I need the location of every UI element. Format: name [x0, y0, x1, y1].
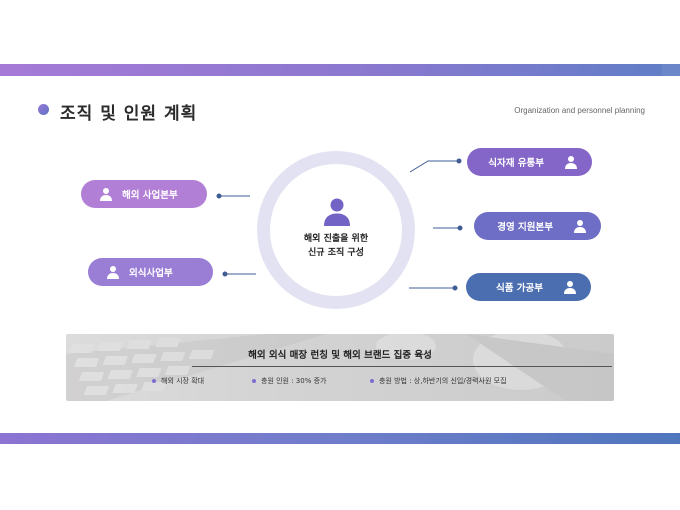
- bottom-accent-band: [0, 433, 680, 444]
- center-label-line2: 신규 조직 구성: [308, 248, 364, 258]
- connector-dot: [216, 193, 222, 199]
- dept-pill-label: 경영 지원본부: [497, 222, 553, 233]
- bullet-dot: [252, 379, 256, 383]
- page-subtitle: Organization and personnel planning: [514, 106, 645, 115]
- dept-pill-label: 외식사업부: [129, 268, 173, 279]
- bullet-dot: [370, 379, 374, 383]
- top-band-tab: [662, 64, 680, 76]
- banner-bullet-text: 충원 인원 : 30% 증가: [261, 377, 327, 385]
- person-icon: [574, 220, 586, 233]
- bullet-dot: [152, 379, 156, 383]
- title-bullet-dot: [38, 104, 49, 115]
- banner-bullet: 충원 방법 : 상,하반기의 신입/경력사원 모집: [370, 376, 507, 386]
- center-label: 해외 진출을 위한 신규 조직 구성: [286, 232, 386, 260]
- connector-dot: [457, 225, 463, 231]
- connector-line: [409, 160, 459, 173]
- dept-pill-food-processing[interactable]: 식품 가공부: [466, 273, 591, 301]
- person-icon: [324, 198, 350, 226]
- dept-pill-food-service[interactable]: 외식사업부: [88, 258, 213, 286]
- banner-bullet-text: 충원 방법 : 상,하반기의 신입/경력사원 모집: [379, 377, 507, 385]
- keyboard-mouse-background: [66, 334, 614, 401]
- dept-pill-overseas-business[interactable]: 해외 사업본부: [81, 180, 207, 208]
- dept-pill-ingredient-distribution[interactable]: 식자재 유통부: [467, 148, 592, 176]
- dept-pill-label: 해외 사업본부: [122, 190, 178, 201]
- person-icon: [565, 156, 577, 169]
- banner-bullet: 해외 시장 확대: [152, 376, 204, 386]
- connector-dot: [222, 271, 228, 277]
- connector-dot: [452, 285, 458, 291]
- person-icon: [100, 188, 112, 201]
- center-label-line1: 해외 진출을 위한: [303, 234, 369, 244]
- page-title: 조직 및 인원 계획: [60, 104, 198, 124]
- banner-title: 해외 외식 매장 런칭 및 해외 브랜드 집중 육성: [248, 350, 432, 361]
- top-accent-band: [0, 64, 680, 76]
- center-ring: [257, 151, 415, 309]
- banner-divider: [192, 366, 612, 367]
- person-icon: [564, 281, 576, 294]
- dept-pill-label: 식품 가공부: [495, 283, 543, 294]
- center-ring-inner: [270, 164, 402, 296]
- banner-bullet-text: 해외 시장 확대: [161, 377, 205, 385]
- banner-bullet: 충원 인원 : 30% 증가: [252, 376, 326, 386]
- person-icon: [107, 266, 119, 279]
- dept-pill-label: 식자재 유통부: [488, 158, 544, 169]
- strategy-banner: 해외 외식 매장 런칭 및 해외 브랜드 집중 육성 해외 시장 확대 충원 인…: [66, 334, 614, 401]
- connector-dot: [456, 158, 462, 164]
- dept-pill-management-support[interactable]: 경영 지원본부: [474, 212, 601, 240]
